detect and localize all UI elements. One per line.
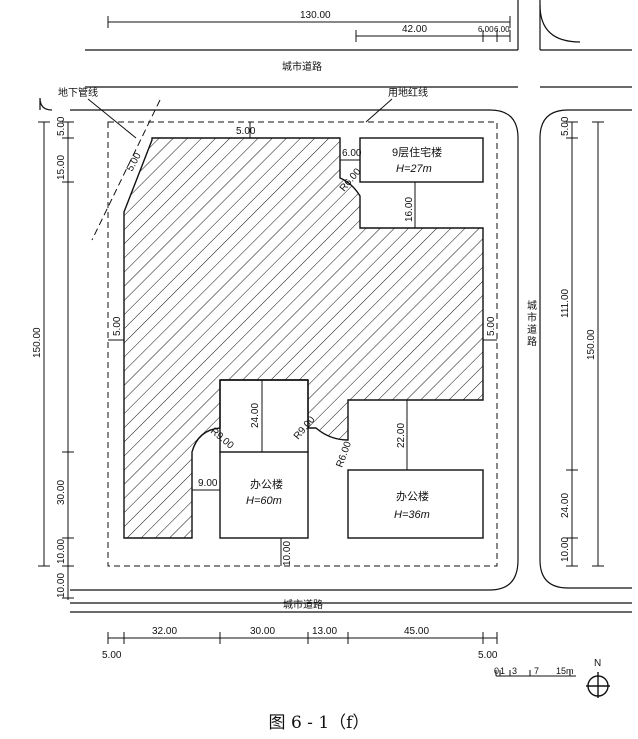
redline-label: 用地红线 (388, 86, 428, 99)
dim-bottom-30: 30.00 (250, 626, 275, 637)
dim-left-total: 150.00 (32, 327, 43, 358)
top-dims (107, 16, 511, 42)
setback-top: 5.00 (236, 126, 256, 137)
setback-office60-left: 9.00 (198, 478, 218, 489)
dim-bottom-13: 13.00 (312, 626, 337, 637)
scale-tick-15: 15m (556, 666, 574, 676)
dim-bottom-5r: 5.00 (478, 650, 498, 661)
pipeline-line (91, 99, 161, 241)
setback-office36-top: 22.00 (396, 423, 407, 448)
buildable-area (123, 137, 484, 539)
office36-building (347, 469, 484, 539)
office60-height: H=60m (246, 495, 282, 507)
scale-tick-1: 1 (500, 666, 505, 676)
road-bottom-label: 城市道路 (283, 598, 323, 611)
pipeline-label: 地下管线 (58, 86, 98, 99)
office36-height: H=36m (394, 509, 430, 521)
dim-right-total: 150.00 (586, 329, 597, 360)
north-label: N (594, 658, 601, 669)
scale-tick-7: 7 (534, 666, 539, 676)
right-dims (566, 121, 604, 567)
dim-left-30: 30.00 (56, 480, 67, 505)
setback-office60-bottom: 10.00 (282, 541, 293, 566)
dim-bottom-5l: 5.00 (102, 650, 122, 661)
setback-r6: R6.00 (334, 440, 354, 469)
dim-right-10: 10.00 (560, 537, 571, 562)
north-arrow-icon (586, 672, 610, 698)
dim-right-111: 111.00 (560, 288, 571, 318)
setback-res-gap: 6.00 (342, 148, 362, 159)
dim-top-6a: 6.00 (478, 25, 494, 34)
setback-right: 5.00 (486, 316, 497, 336)
road-top-label: 城市道路 (282, 60, 322, 73)
dim-top-total: 130.00 (300, 10, 331, 21)
scale-tick-3: 3 (512, 666, 517, 676)
dim-left-5: 5.00 (56, 116, 67, 136)
site-plan: 130.00 42.00 6.00 6.00 150.00 5.00 15.00… (32, 0, 632, 698)
scale-tick-0: 0 (494, 666, 499, 676)
buildings (219, 137, 484, 539)
dim-right-24: 24.00 (560, 493, 571, 518)
roads (39, 0, 632, 613)
setback-office60-top: 24.00 (250, 403, 261, 428)
dim-left-10: 10.00 (56, 539, 67, 564)
dim-left-15: 15.00 (56, 155, 67, 180)
scale-bar (495, 670, 576, 677)
setback-r9a: R9.00 (208, 426, 236, 452)
bottom-dims (107, 632, 498, 644)
residential-height: H=27m (396, 163, 432, 175)
dim-right-5: 5.00 (560, 116, 571, 136)
setback-left: 5.00 (112, 316, 123, 336)
dim-bottom-32: 32.00 (152, 626, 177, 637)
left-dims (38, 121, 74, 600)
redline-boundary (107, 121, 498, 567)
office60-name: 办公楼 (250, 477, 283, 491)
dim-top-6b: 6.00 (494, 25, 510, 34)
figure-caption: 图 6 - 1（f） (268, 713, 370, 733)
residential-name: 9层住宅楼 (392, 145, 442, 159)
road-right-label: 城市道路 (525, 300, 537, 348)
svg-text:城市道路: 城市道路 (525, 300, 537, 348)
dim-bottom-45: 45.00 (404, 626, 429, 637)
dim-left-10b: 10.00 (56, 573, 67, 598)
dim-top-42: 42.00 (402, 24, 427, 35)
setback-res-side: 16.00 (404, 197, 415, 222)
office60-building (219, 451, 309, 539)
office36-name: 办公楼 (396, 489, 429, 503)
residential-building (359, 137, 484, 183)
